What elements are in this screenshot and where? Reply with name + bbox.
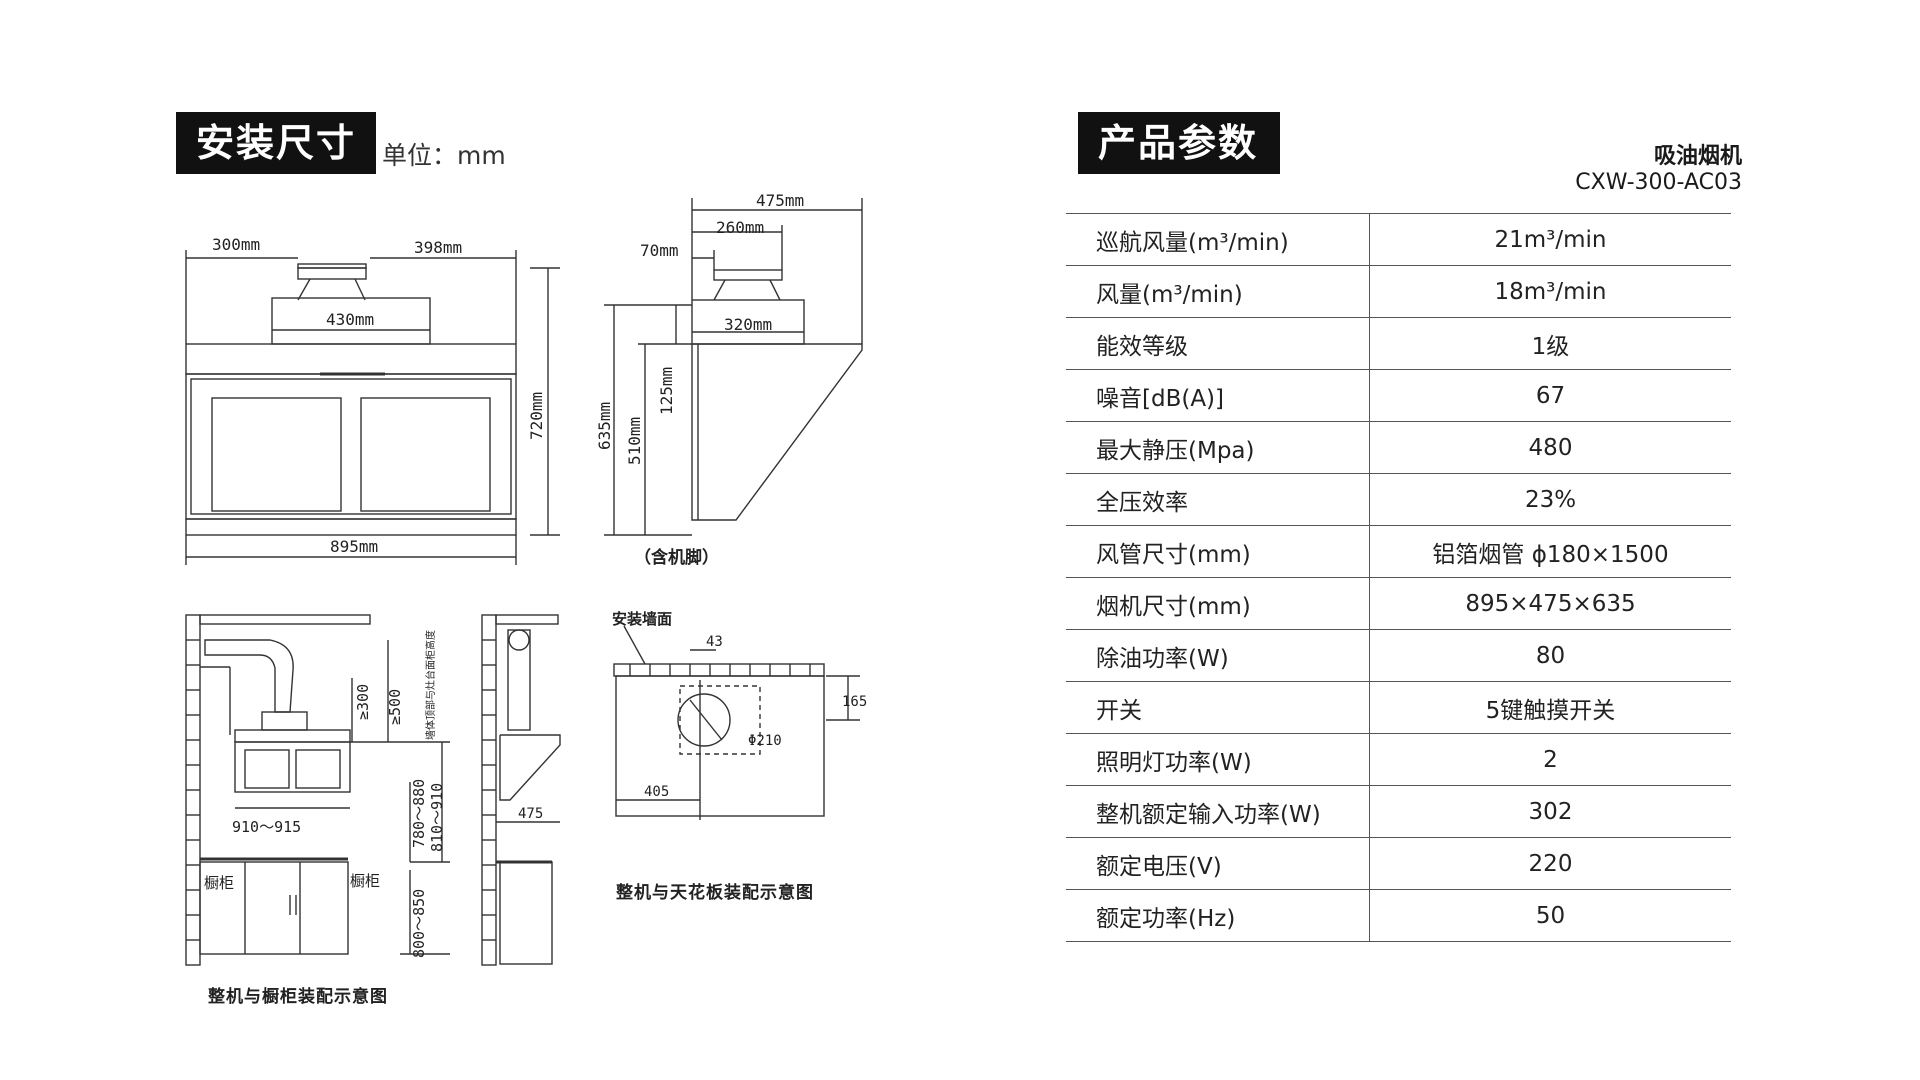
spec-value: 302 [1528, 798, 1573, 825]
spec-value: 18m³/min [1494, 278, 1607, 305]
spec-key: 巡航风量(m³/min) [1066, 213, 1370, 266]
table-row: 风管尺寸(mm) 铝箔烟管 ϕ180×1500 [1066, 525, 1731, 578]
ceiling-dim-165: 165 [842, 694, 867, 710]
spec-value: 23% [1524, 486, 1577, 513]
ceiling-dim-43: 43 [706, 634, 723, 650]
spec-value: 480 [1528, 434, 1573, 461]
front-dim-top-box: 430mm [326, 310, 374, 329]
front-dim-width: 895mm [330, 537, 378, 556]
table-row: 最大静压(Mpa) 480 [1066, 421, 1731, 474]
cabinet-caption: 整机与橱柜装配示意图 [208, 987, 388, 1007]
table-row: 全压效率 23% [1066, 473, 1731, 526]
spec-value: 铝箔烟管 ϕ180×1500 [1432, 541, 1669, 568]
spec-value: 2 [1543, 746, 1558, 773]
cabinet-assembly-drawing [185, 614, 561, 966]
table-row: 额定功率(Hz) 50 [1066, 889, 1731, 942]
side-dim-125: 125mm [657, 367, 676, 415]
cabinet-dim-300: ≥300 [354, 684, 372, 720]
spec-key: 全压效率 [1066, 473, 1370, 526]
ceiling-caption: 整机与天花板装配示意图 [616, 883, 814, 903]
side-dim-635: 635mm [595, 402, 614, 450]
table-row: 除油功率(W) 80 [1066, 629, 1731, 682]
table-row: 额定电压(V) 220 [1066, 837, 1731, 890]
cabinet-label-left: 橱柜 [204, 874, 234, 892]
cabinet-dim-780-880: 780～880 [410, 779, 428, 848]
side-dim-depth: 475mm [756, 191, 804, 210]
side-view-drawing [604, 198, 863, 536]
spec-value: 5键触摸开关 [1485, 697, 1616, 724]
spec-value: 220 [1528, 850, 1573, 877]
cabinet-label-right: 橱柜 [350, 872, 380, 890]
table-row: 风量(m³/min) 18m³/min [1066, 265, 1731, 318]
side-dim-260: 260mm [716, 218, 764, 237]
spec-key: 能效等级 [1066, 317, 1370, 370]
table-row: 巡航风量(m³/min) 21m³/min [1066, 213, 1731, 266]
cabinet-dim-500: ≥500 [386, 689, 404, 725]
spec-key: 照明灯功率(W) [1066, 733, 1370, 786]
table-row: 烟机尺寸(mm) 895×475×635 [1066, 577, 1731, 630]
spec-key: 风管尺寸(mm) [1066, 525, 1370, 578]
side-dim-70: 70mm [640, 241, 679, 260]
table-row: 噪音[dB(A)] 67 [1066, 369, 1731, 422]
front-dim-height: 720mm [527, 392, 546, 440]
spec-value: 50 [1535, 902, 1566, 929]
side-note: （含机脚） [634, 547, 719, 568]
spec-table: 巡航风量(m³/min)21m³/min 风量(m³/min)18m³/min … [1066, 213, 1731, 942]
spec-key: 额定电压(V) [1066, 837, 1370, 890]
install-section-title: 安装尺寸 [176, 112, 376, 174]
spec-key: 烟机尺寸(mm) [1066, 577, 1370, 630]
spec-key: 开关 [1066, 681, 1370, 734]
table-row: 开关 5键触摸开关 [1066, 681, 1731, 734]
product-model: CXW-300-AC03 [1575, 170, 1742, 195]
table-row: 能效等级 1级 [1066, 317, 1731, 370]
cabinet-dim-810-910: 810～910 [428, 783, 446, 852]
spec-key: 风量(m³/min) [1066, 265, 1370, 318]
spec-value: 21m³/min [1494, 226, 1607, 253]
front-dim-right: 398mm [414, 238, 462, 257]
product-name: 吸油烟机 [1653, 144, 1742, 169]
ceiling-dim-405: 405 [644, 784, 669, 800]
table-row: 整机额定输入功率(W) 302 [1066, 785, 1731, 838]
spec-key: 最大静压(Mpa) [1066, 421, 1370, 474]
spec-key: 除油功率(W) [1066, 629, 1370, 682]
params-section-title: 产品参数 [1078, 112, 1280, 174]
spec-value: 1级 [1531, 333, 1570, 360]
spec-value: 67 [1535, 382, 1566, 409]
unit-label: 单位：mm [382, 141, 506, 170]
spec-key: 额定功率(Hz) [1066, 889, 1370, 942]
cabinet-dim-475: 475 [518, 806, 543, 822]
spec-key: 整机额定输入功率(W) [1066, 785, 1370, 838]
ceiling-wall-label: 安装墙面 [612, 610, 672, 628]
ceiling-dim-phi: Φ210 [748, 733, 782, 749]
spec-key: 噪音[dB(A)] [1066, 369, 1370, 422]
spec-value: 80 [1535, 642, 1566, 669]
cabinet-note-vertical: 墙体顶部与灶台面柜高度 [424, 630, 437, 740]
side-dim-320: 320mm [724, 315, 772, 334]
table-row: 照明灯功率(W) 2 [1066, 733, 1731, 786]
front-dim-left: 300mm [212, 235, 260, 254]
cabinet-dim-910-915: 910～915 [232, 818, 301, 836]
cabinet-dim-800-850: 800～850 [410, 889, 428, 958]
front-view-drawing [185, 250, 560, 565]
side-dim-510: 510mm [625, 417, 644, 465]
spec-value: 895×475×635 [1465, 590, 1636, 617]
ceiling-assembly-drawing [613, 625, 860, 820]
